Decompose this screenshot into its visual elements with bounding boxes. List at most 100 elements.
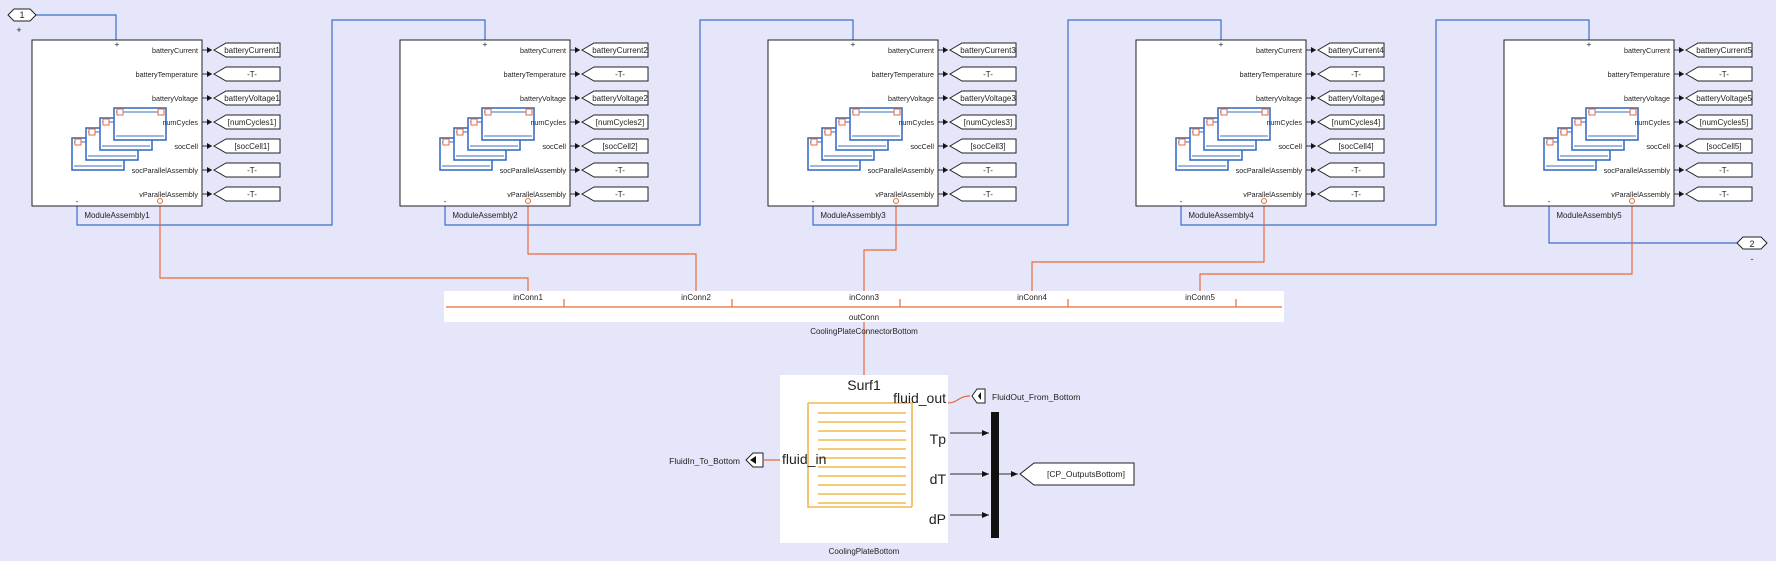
goto-tag[interactable]: [numCycles5] (1685, 114, 1753, 130)
cooling-plate-fluid-out-label: fluid_out (893, 390, 946, 406)
goto-tag[interactable]: -T- (949, 162, 1017, 178)
inport-1-sign: + (16, 25, 21, 35)
goto-tag-label: [numCycles2] (596, 118, 644, 127)
goto-tag[interactable]: batteryVoltage1 (213, 90, 281, 106)
goto-tag-label: [socCell5] (1706, 142, 1741, 151)
goto-tag-label: batteryVoltage3 (960, 94, 1016, 103)
goto-tag[interactable]: -T- (213, 162, 281, 178)
module-port-label: socCell (910, 142, 934, 151)
goto-fluid-out[interactable]: FluidOut_From_Bottom (947, 388, 1080, 404)
module-port-label: numCycles (162, 118, 198, 127)
module-stack-icon (1175, 107, 1271, 171)
module-name: ModuleAssembly1 (84, 211, 150, 220)
goto-tag[interactable]: [numCycles4] (1317, 114, 1385, 130)
module-port-label: socParallelAssembly (1236, 166, 1303, 175)
connector-input-label: inConn1 (513, 293, 543, 302)
goto-tag[interactable]: batteryVoltage4 (1317, 90, 1385, 106)
goto-tag-label: [socCell1] (234, 142, 269, 151)
goto-tag-label: [socCell3] (970, 142, 1005, 151)
goto-tag-label: batteryCurrent5 (1696, 46, 1752, 55)
svg-text:+: + (851, 40, 856, 49)
goto-tag-label: [numCycles4] (1332, 118, 1380, 127)
goto-tag-label: -T- (983, 70, 993, 79)
module-port-label: batteryTemperature (136, 70, 198, 79)
module-port-label: socParallelAssembly (1604, 166, 1671, 175)
goto-tag[interactable]: -T- (581, 186, 649, 202)
connector-block-name: CoolingPlateConnectorBottom (810, 327, 918, 336)
goto-cp-outputs[interactable]: [CP_OutputsBottom] (1019, 462, 1135, 486)
goto-tag[interactable]: [numCycles3] (949, 114, 1017, 130)
module-port-label: batteryCurrent (152, 46, 198, 55)
goto-tag[interactable]: -T- (581, 66, 649, 82)
module-port-label: batteryVoltage (888, 94, 934, 103)
goto-tag[interactable]: batteryVoltage3 (949, 90, 1017, 106)
goto-tag[interactable]: [socCell3] (949, 138, 1017, 154)
from-fluid-in[interactable]: FluidIn_To_Bottom (669, 452, 780, 468)
goto-tag[interactable]: batteryCurrent4 (1317, 42, 1385, 58)
module-port-label: socCell (174, 142, 198, 151)
module-name: ModuleAssembly4 (1188, 211, 1254, 220)
goto-tag[interactable]: -T- (1317, 66, 1385, 82)
goto-tag[interactable]: -T- (213, 66, 281, 82)
inport-1-label: 1 (19, 10, 24, 20)
goto-tag[interactable]: batteryCurrent2 (581, 42, 649, 58)
goto-tag[interactable]: batteryVoltage5 (1685, 90, 1753, 106)
goto-tag[interactable]: -T- (1317, 186, 1385, 202)
goto-tag-label: batteryVoltage2 (592, 94, 648, 103)
inport-1[interactable]: 1 + (7, 8, 37, 35)
module-port-label: batteryTemperature (1608, 70, 1670, 79)
goto-cp-outputs-label: [CP_OutputsBottom] (1047, 469, 1125, 479)
module-port-label: socCell (1646, 142, 1670, 151)
goto-tag[interactable]: batteryCurrent5 (1685, 42, 1753, 58)
goto-tag-label: [numCycles1] (228, 118, 276, 127)
goto-tag[interactable]: -T- (1317, 162, 1385, 178)
module-port-label: batteryVoltage (520, 94, 566, 103)
goto-tag[interactable]: -T- (213, 186, 281, 202)
module-port-label: vParallelAssembly (875, 190, 934, 199)
connector-input-label: inConn4 (1017, 293, 1047, 302)
goto-tag[interactable]: -T- (1685, 66, 1753, 82)
goto-tag-label: -T- (1351, 166, 1361, 175)
goto-tag-label: -T- (247, 190, 257, 199)
module-name: ModuleAssembly2 (452, 211, 518, 220)
cooling-plate-fluid-in-label: fluid_in (782, 451, 826, 467)
mux-block[interactable] (991, 412, 999, 538)
goto-tag[interactable]: [socCell1] (213, 138, 281, 154)
module-port-label: socCell (1278, 142, 1302, 151)
goto-tag-label: batteryVoltage5 (1696, 94, 1752, 103)
module-stack-icon (439, 107, 535, 171)
goto-tag[interactable]: batteryVoltage2 (581, 90, 649, 106)
goto-tag[interactable]: batteryCurrent3 (949, 42, 1017, 58)
cooling-plate-block[interactable]: Surf1 fluid_out fluid_in Tp dT dP Coolin… (780, 375, 948, 556)
goto-tag[interactable]: batteryCurrent1 (213, 42, 281, 58)
goto-tag[interactable]: -T- (949, 186, 1017, 202)
module-port-label: batteryTemperature (1240, 70, 1302, 79)
goto-tag[interactable]: -T- (949, 66, 1017, 82)
outport-2[interactable]: 2 - (1736, 236, 1768, 264)
goto-tag-label: -T- (1719, 70, 1729, 79)
goto-tag[interactable]: [numCycles2] (581, 114, 649, 130)
module-port-label: numCycles (1634, 118, 1670, 127)
goto-tag[interactable]: -T- (1685, 186, 1753, 202)
goto-tag[interactable]: -T- (581, 162, 649, 178)
module-name: ModuleAssembly5 (1556, 211, 1622, 220)
goto-tag[interactable]: [socCell2] (581, 138, 649, 154)
connector-input-label: inConn5 (1185, 293, 1215, 302)
goto-tag[interactable]: -T- (1685, 162, 1753, 178)
goto-tag-label: -T- (247, 166, 257, 175)
cooling-plate-block-name: CoolingPlateBottom (829, 547, 900, 556)
svg-text:+: + (1219, 40, 1224, 49)
goto-tag-label: -T- (247, 70, 257, 79)
goto-tag[interactable]: [socCell4] (1317, 138, 1385, 154)
connector-input-label: inConn3 (849, 293, 879, 302)
goto-tag[interactable]: [numCycles1] (213, 114, 281, 130)
goto-tag[interactable]: [socCell5] (1685, 138, 1753, 154)
